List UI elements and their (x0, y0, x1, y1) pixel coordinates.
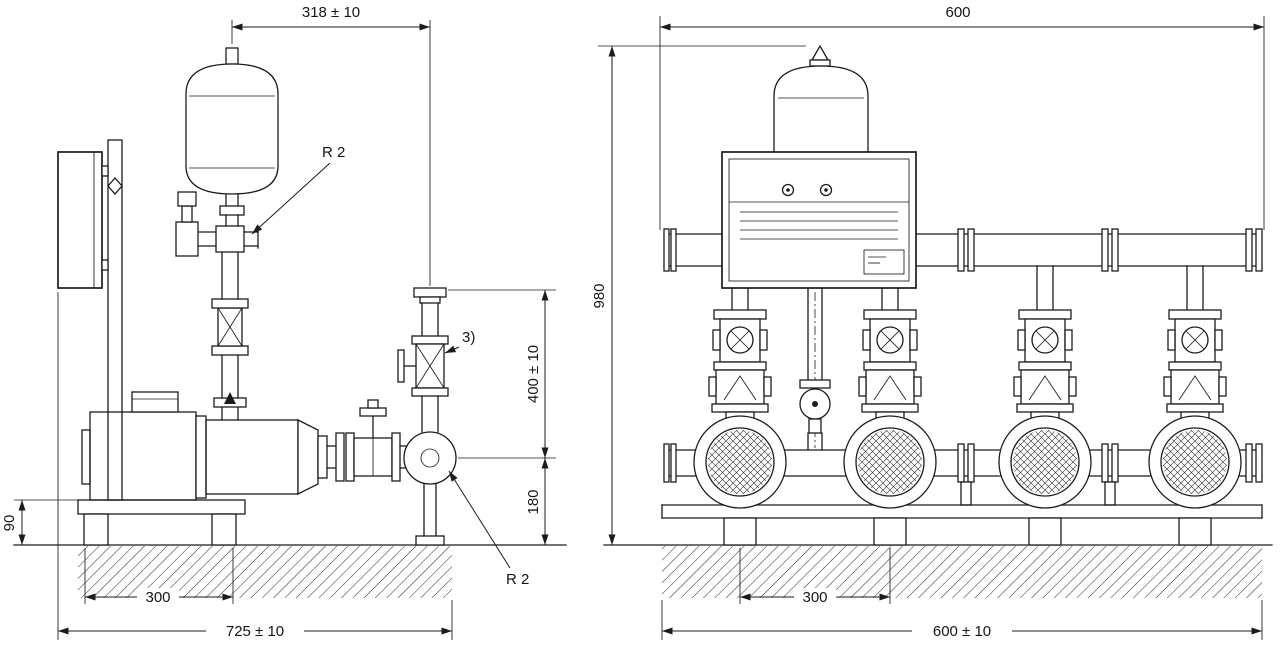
pump-unit-3 (998, 265, 1092, 546)
flow-arrow (224, 392, 236, 404)
dim-318: 318 ± 10 (231, 4, 431, 286)
pressure-switch (175, 221, 199, 257)
ground-hatch-left (78, 546, 452, 598)
control-box-side (57, 139, 123, 501)
dim-600-top: 600 (659, 4, 1265, 230)
terminal-box (131, 391, 179, 413)
ground-hatch-right (662, 546, 1262, 598)
tee-fitting (215, 225, 245, 253)
motor (89, 411, 197, 501)
dim-label-600-bottom: 600 ± 10 (933, 623, 991, 640)
dim-label-90: 90 (1, 515, 18, 532)
dim-725: 725 ± 10 (57, 292, 453, 641)
label-note-3: 3) (444, 329, 475, 354)
dim-label-400: 400 ± 10 (525, 345, 542, 403)
label-r2-top: R 2 (251, 144, 345, 235)
dim-label-300-side: 300 (145, 589, 170, 606)
dim-90: 90 (1, 499, 78, 545)
dim-label-600-top: 600 (945, 4, 970, 21)
control-box-front (721, 151, 917, 289)
pressure-sensor (799, 287, 831, 451)
dim-600-bottom: 600 ± 10 (661, 600, 1263, 641)
dim-label-318: 318 ± 10 (302, 4, 360, 21)
front-view: 600 980 300 600 ± 10 (591, 4, 1273, 641)
dim-180: 180 (525, 458, 549, 545)
r2-top-label: R 2 (322, 144, 345, 161)
label-r2-bottom: R 2 (448, 470, 529, 588)
pump-unit-2 (843, 265, 937, 546)
dim-400: 400 ± 10 (448, 289, 556, 459)
dim-label-725: 725 ± 10 (226, 623, 284, 640)
expansion-vessel-side (185, 47, 279, 195)
dim-300-side: 300 (84, 548, 234, 606)
pump-side (81, 391, 319, 501)
dim-label-180: 180 (525, 489, 542, 514)
pump-unit-4 (1148, 265, 1242, 546)
expansion-vessel-front (773, 44, 869, 161)
r2-bottom-label: R 2 (506, 571, 529, 588)
dim-300-front: 300 (739, 548, 891, 606)
manifold-port (403, 431, 457, 485)
pump-unit-1 (693, 265, 787, 546)
nameplate (863, 249, 905, 275)
side-view: 318 ± 10 R 2 3) 400 ± 10 180 90 (1, 4, 567, 641)
note-3-label: 3) (462, 329, 475, 346)
diamond-marker (107, 177, 123, 195)
discharge-assembly-side (317, 287, 457, 485)
pump-casing (205, 419, 299, 495)
base-rail (661, 504, 1263, 519)
valve-column-side (175, 191, 259, 421)
dim-980: 980 (591, 45, 806, 545)
dim-label-980: 980 (591, 283, 608, 308)
handwheel-top (359, 407, 387, 417)
handwheel-side (397, 349, 405, 383)
base-side (13, 483, 567, 598)
dim-label-300-front: 300 (802, 589, 827, 606)
